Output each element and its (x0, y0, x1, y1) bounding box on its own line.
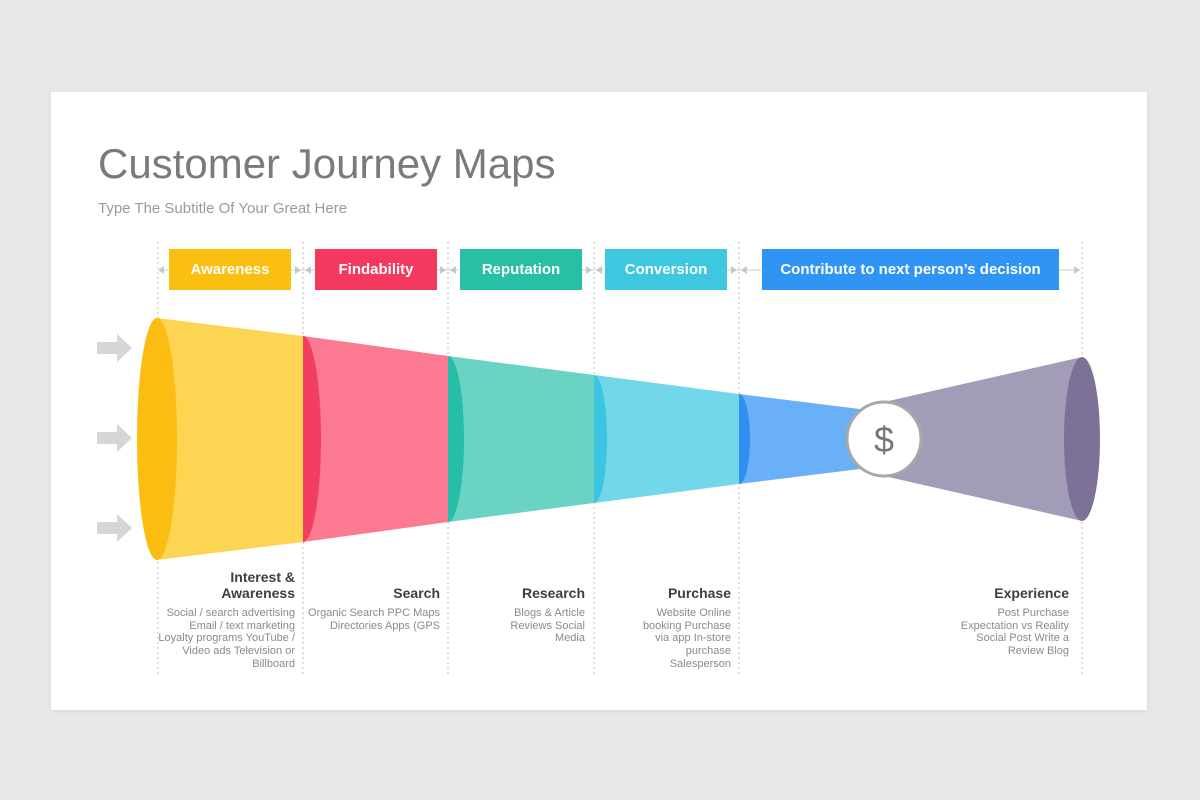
segment-blue (739, 394, 884, 484)
stage-text: Post Purchase Expectation vs Reality Soc… (960, 607, 1069, 658)
stage-title: Interest & Awareness (221, 569, 295, 601)
stage-title: Purchase (667, 585, 731, 601)
stage-research: Research Blogs & Article Reviews Social … (495, 585, 585, 645)
stage-text: Blogs & Article Reviews Social Media (510, 607, 585, 645)
arrow-icon (97, 514, 132, 542)
segment-purple (884, 357, 1082, 521)
tag-awareness: Awareness (169, 249, 291, 290)
stage-text: Website Online booking Purchase via app … (642, 607, 731, 670)
stage-title: Search (393, 585, 440, 601)
stage-purchase: Purchase Website Online booking Purchase… (631, 585, 731, 671)
arrow-icon (97, 424, 132, 452)
tag-conversion: Conversion (605, 249, 727, 290)
stage-title: Research (521, 585, 585, 601)
stage-text: Organic Search PPC Maps Directories Apps… (307, 607, 440, 632)
arrow-icon (97, 334, 132, 362)
stage-experience: Experience Post Purchase Expectation vs … (959, 585, 1069, 658)
segment-teal (448, 356, 594, 522)
dollar-symbol: $ (874, 419, 894, 460)
tag-reputation: Reputation (460, 249, 582, 290)
stage-search: Search Organic Search PPC Maps Directori… (300, 585, 440, 632)
range-arrows (158, 266, 1080, 274)
dollar-icon (845, 400, 923, 478)
tag-findability: Findability (315, 249, 437, 290)
page-title: Customer Journey Maps (98, 140, 556, 187)
stage-title: Experience (994, 585, 1069, 601)
stage-text: Social / search advertising Email / text… (158, 607, 295, 670)
stage-interest: Interest & Awareness Social / search adv… (155, 569, 295, 671)
segment-yellow (157, 318, 303, 560)
page-subtitle: Type The Subtitle Of Your Great Here (98, 200, 348, 217)
segment-cyan (594, 375, 739, 503)
segment-pink (303, 336, 448, 542)
tag-contribute: Contribute to next person’s decision (762, 249, 1059, 290)
entry-arrows (97, 334, 132, 542)
